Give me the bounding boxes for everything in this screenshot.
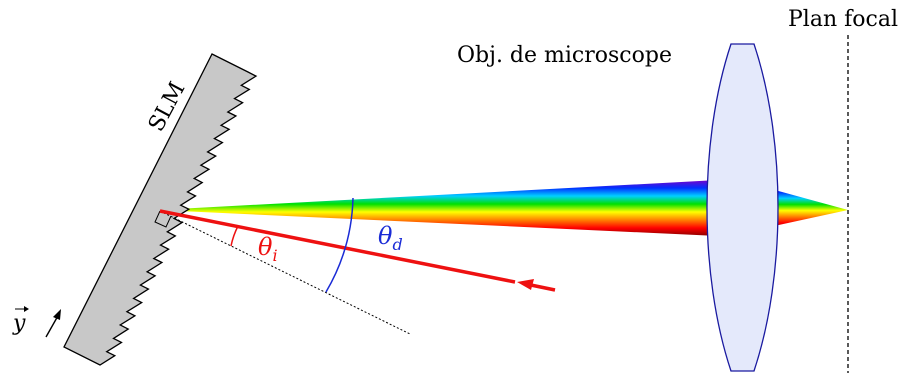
normal-reference-line — [159, 210, 411, 335]
objective-label: Obj. de microscope — [457, 43, 672, 68]
incident-arrowhead — [517, 279, 534, 290]
focused-spectrum-beam — [760, 186, 848, 229]
microscope-objective-lens — [706, 43, 779, 372]
theta-d-subscript: d — [392, 235, 402, 254]
diffracted-spectrum-beam — [158, 180, 718, 236]
y-vector-label: y — [12, 306, 29, 336]
theta-i-angle-arc — [230, 225, 239, 247]
right-angle-marker — [154, 210, 172, 228]
y-axis-arrowhead — [53, 309, 61, 320]
y-vector-letter: y — [12, 311, 26, 336]
theta-i-symbol: θ — [258, 233, 273, 261]
slm-grating — [63, 53, 258, 366]
theta-i-label: θi — [258, 233, 278, 265]
theta-d-angle-arc — [325, 197, 354, 293]
theta-d-label: θd — [378, 222, 403, 254]
y-vector-bar-head — [24, 306, 29, 312]
focal-plane-label: Plan focal — [788, 7, 898, 32]
theta-i-subscript: i — [272, 246, 277, 265]
slm-body — [63, 53, 258, 366]
theta-d-symbol: θ — [378, 222, 393, 250]
incident-beam — [159, 209, 516, 284]
